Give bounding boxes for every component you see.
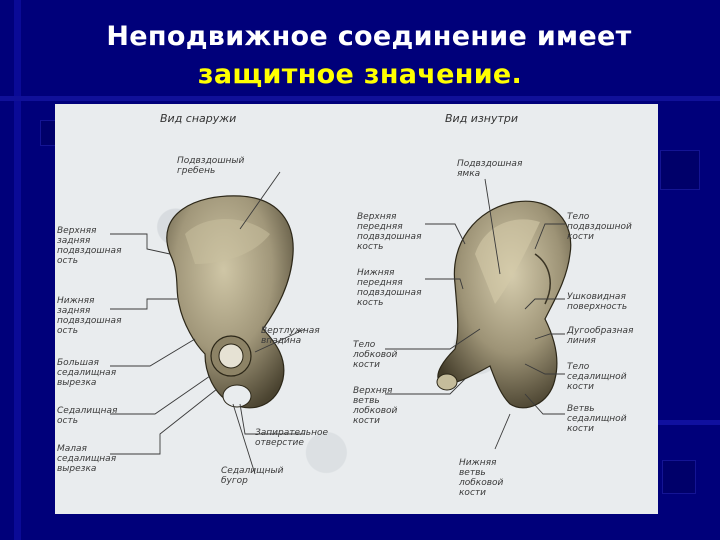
background-stripe <box>0 96 720 101</box>
pelvic-bone-drawing <box>110 171 572 475</box>
leader-lines-outside <box>110 171 306 475</box>
background-stripe <box>600 420 720 425</box>
label-superior-pubic-ramus: Верхняя ветвь лобковой кости <box>353 386 398 426</box>
hip-bone-inside <box>436 200 572 409</box>
label-inferior-pubic-ramus: Нижняя ветвь лобковой кости <box>459 458 504 498</box>
label-acetabulum: Вертлужная впадина <box>261 326 320 346</box>
label-pubic-body: Тело лобковой кости <box>353 340 398 370</box>
background-square <box>660 150 700 190</box>
label-obturator-foramen: Запирательное отверстие <box>255 428 329 448</box>
label-inferior-anterior-spine: Нижняя передняя подвздошная кость <box>357 268 422 308</box>
label-auricular-surface: Ушковидная поверхность <box>567 292 628 312</box>
label-lesser-sciatic-notch: Малая седалищная вырезка <box>57 444 117 474</box>
view-inside-header: Вид изнутри <box>445 112 519 125</box>
label-iliac-crest: Подвздошный гребень <box>177 156 245 176</box>
view-outside-header: Вид снаружи <box>160 112 237 125</box>
pelvic-bone-figure: Вид снаружи Вид изнутри Подвздошный греб… <box>55 104 658 514</box>
background-stripe <box>14 0 21 540</box>
label-ischial-tuberosity: Седалищный бугор <box>221 466 284 486</box>
label-superior-anterior-spine: Верхняя передняя подвздошная кость <box>357 212 422 252</box>
label-arcuate-line: Дугообразная линия <box>567 326 634 346</box>
label-iliac-fossa: Подвздошная ямка <box>457 159 523 179</box>
slide-title: Неподвижное соединение имеет защитное зн… <box>0 18 720 94</box>
background-square <box>662 460 696 494</box>
label-ischium-body: Тело седалищной кости <box>567 362 627 392</box>
leader-lines-inside <box>385 178 565 450</box>
label-inferior-posterior-spine: Нижняя задняя подвздошная ость <box>57 296 122 336</box>
slide-title-line1: Неподвижное соединение имеет <box>106 21 632 52</box>
label-superior-posterior-spine: Верхняя задняя подвздошная ость <box>57 226 122 266</box>
label-greater-sciatic-notch: Большая седалищная вырезка <box>57 358 117 388</box>
hip-bone-outside <box>166 195 294 409</box>
label-ischial-ramus: Ветвь седалищной кости <box>567 404 627 434</box>
label-ischial-spine: Седалищная ость <box>57 406 118 426</box>
slide-title-line2: защитное значение. <box>197 59 523 90</box>
label-ilium-body: Тело подвздошной кости <box>567 212 632 242</box>
